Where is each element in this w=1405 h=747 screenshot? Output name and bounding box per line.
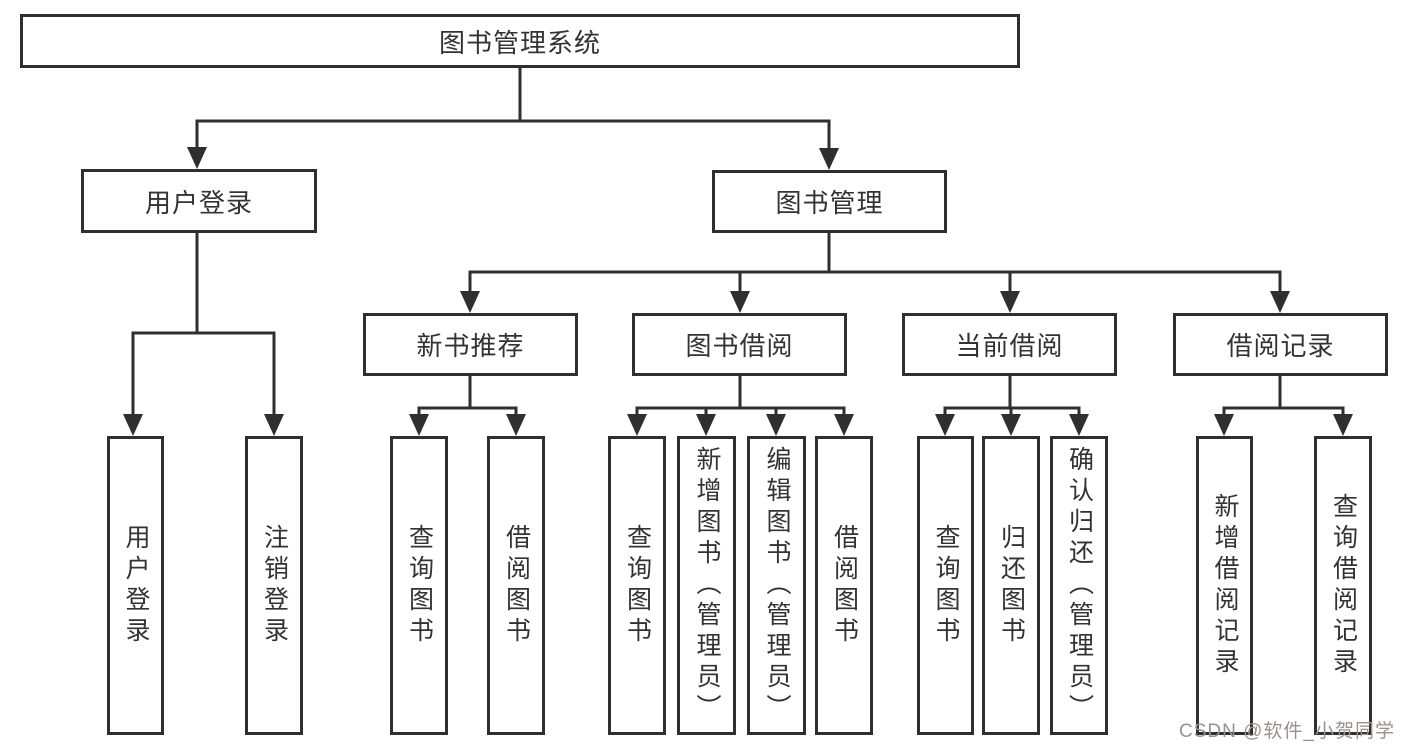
node-user-login: 用户登录	[81, 169, 317, 233]
connector-new-book-recommend-to-leaves	[409, 376, 526, 436]
leaf-br-add-record: 新增借阅记录	[1196, 436, 1253, 735]
leaf-br-query-record: 查询借阅记录	[1314, 436, 1372, 735]
node-book-management: 图书管理	[712, 170, 947, 233]
leaf-nbr-query-books: 查询图书	[390, 436, 448, 735]
node-book-borrow: 图书借阅	[632, 313, 847, 376]
connector-book-management-to-level2	[460, 233, 1290, 313]
leaf-cb-confirm-return-admin: 确认归还（管理员）	[1050, 436, 1108, 735]
leaf-user-login: 用户登录	[107, 436, 164, 735]
leaf-bb-add-books-admin: 新增图书（管理员）	[677, 436, 736, 735]
csdn-watermark: CSDN @软件_小贺同学	[1179, 721, 1395, 742]
node-root-library-system: 图书管理系统	[20, 14, 1020, 68]
leaf-bb-borrow-books: 借阅图书	[815, 436, 873, 735]
leaf-nbr-borrow-books: 借阅图书	[487, 436, 545, 735]
leaf-bb-edit-books-admin: 编辑图书（管理员）	[747, 436, 806, 735]
leaf-cb-return-books: 归还图书	[982, 436, 1040, 735]
connector-current-borrow-to-leaves	[935, 376, 1089, 436]
connector-user-login-to-leaves	[123, 233, 284, 436]
connector-borrow-records-to-leaves	[1214, 376, 1353, 436]
node-current-borrow: 当前借阅	[902, 313, 1117, 376]
connector-root-to-level1	[187, 68, 839, 170]
leaf-logout: 注销登录	[245, 436, 303, 735]
node-borrow-records: 借阅记录	[1173, 313, 1388, 376]
leaf-cb-query-books: 查询图书	[917, 436, 974, 735]
leaf-bb-query-books: 查询图书	[608, 436, 666, 735]
node-new-book-recommend: 新书推荐	[363, 313, 578, 376]
connector-book-borrow-to-leaves	[627, 376, 854, 436]
